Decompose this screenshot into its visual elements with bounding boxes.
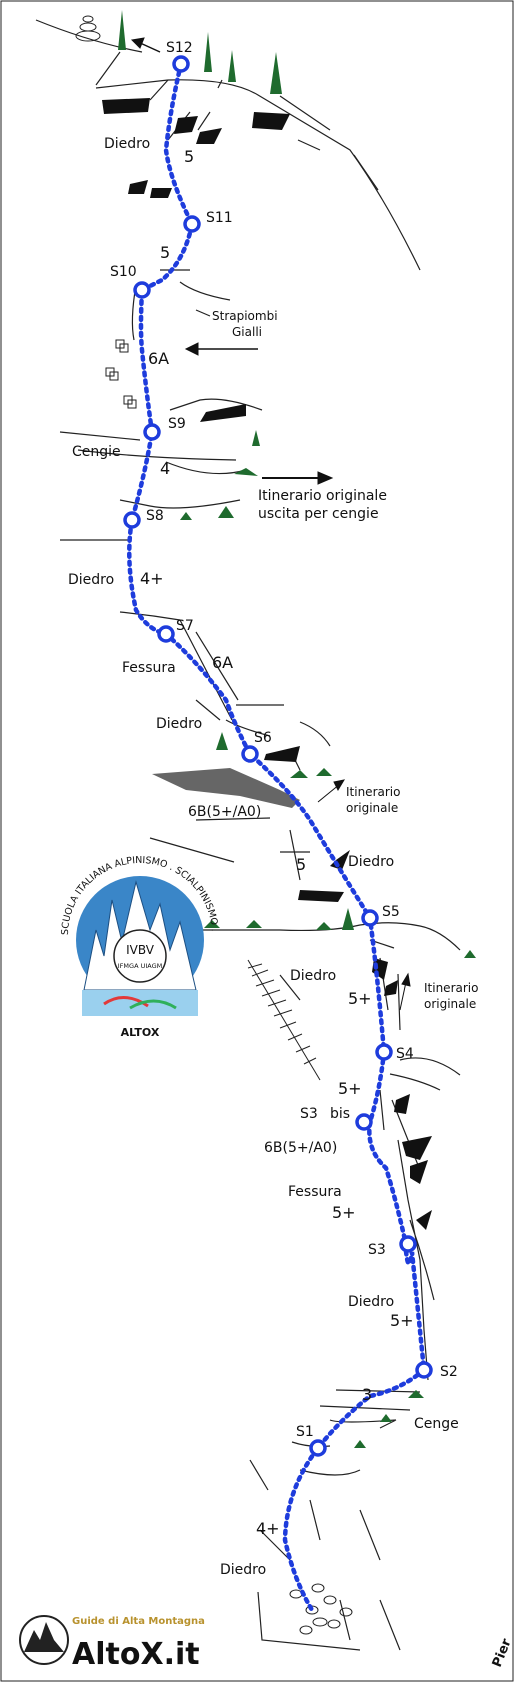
station-s12 [172,55,190,73]
feature-label-diedro: Diedro [156,716,202,732]
station-labels: S12 S11 S10 S9 S8 S7 S6 S5 S4 S3 bis S3 … [110,40,458,1440]
grade-label: 6B(5+/A0) [188,804,261,820]
feature-label-uscita-per-cengie: uscita per cengie [258,506,379,522]
logo-inner-ivbv: IVBV [126,943,155,957]
grade-label: 5 [160,243,170,262]
stations [123,55,433,1457]
feature-label-itinerario-originale: Itinerario originale [258,488,387,504]
grade-label: 6B(5+/A0) [264,1140,337,1156]
grade-label: 5+ [390,1311,414,1330]
grade-label: 5+ [338,1079,362,1098]
station-label-s5: S5 [382,904,400,920]
feature-label-diedro: Diedro [220,1562,266,1578]
feature-label-fessura: Fessura [122,660,176,676]
grade-label: 4 [160,459,170,478]
grade-label: 3 [362,1385,372,1404]
station-s7 [157,625,175,643]
station-s11 [183,215,201,233]
feature-label-diedro: Diedro [68,572,114,588]
feature-label-itinerario: Itinerario [424,981,478,995]
loose-blocks [105,339,137,409]
feature-label-gialli: Gialli [232,325,262,339]
grade-label: 5+ [332,1203,356,1222]
feature-label-diedro: Diedro [104,136,150,152]
grade-label: 4+ [256,1519,280,1538]
station-label-s7: S7 [176,618,194,634]
grade-labels: 5 5 6A 4 4+ 6A 6B(5+/A0) 5 5+ 5+ 6B(5+/A… [140,147,414,1538]
station-label-s4: S4 [396,1046,414,1062]
station-label-s2: S2 [440,1364,458,1380]
badge-icon [113,929,167,983]
station-s8 [123,511,141,529]
logo-inner-ifmga: IFMGA UIAGM [118,962,162,970]
station-label-s12: S12 [166,40,193,56]
grade-label: 6A [148,349,169,368]
station-s6 [241,745,259,763]
feature-label-diedro: Diedro [348,854,394,870]
feature-label-fessura: Fessura [288,1184,342,1200]
globe-icon [19,1615,69,1665]
overhang-shade [152,768,300,808]
station-label-s3: S3 [368,1242,386,1258]
station-label-s8: S8 [146,508,164,524]
feature-label-originale: originale [346,801,398,815]
mountain-icon [24,1622,64,1652]
rock-lines [35,19,461,1651]
cairn-icon [75,15,101,42]
feature-label-originale: originale [424,997,476,1011]
station-label-s3bis: S3 [300,1106,318,1122]
feature-labels: Diedro Strapiombi Gialli Cengie Itinerar… [68,136,478,1578]
brand-name: AltoX.it [72,1637,200,1672]
station-label-s1: S1 [296,1424,314,1440]
station-label-s6: S6 [254,730,272,746]
feature-label-itinerario: Itinerario [346,785,400,799]
grade-label: 6A [212,653,233,672]
feature-label-cenge: Cenge [414,1416,459,1432]
tree-icon-group [118,10,476,1448]
station-s10 [133,281,151,299]
brand-logo: Guide di Alta Montagna AltoX.it [19,1615,205,1672]
grade-label: 5+ [348,989,372,1008]
grade-label: 5 [296,855,306,874]
station-label-s10: S10 [110,264,137,280]
station-s1 [309,1439,327,1457]
brand-tagline: Guide di Alta Montagna [72,1616,205,1627]
station-s5 [361,909,379,927]
station-label-s11: S11 [206,210,233,226]
station-label-s3bis-suffix: bis [330,1106,350,1122]
station-label-s9: S9 [168,416,186,432]
arrows [130,37,411,1011]
feature-label-diedro: Diedro [290,968,336,984]
author-signature: Pier [490,1636,514,1669]
grade-label: 5 [184,147,194,166]
station-s2 [415,1361,433,1379]
climbing-route-line [127,61,427,1613]
boulders [289,1583,353,1635]
station-s3 [399,1235,417,1253]
swoosh-green [129,999,177,1010]
feature-label-diedro: Diedro [348,1294,394,1310]
grade-label: 4+ [140,569,164,588]
logo-altox: ALTOX [121,1026,160,1039]
station-s9 [143,423,161,441]
feature-label-strapiombi: Strapiombi [212,309,278,323]
feature-label-cengie: Cengie [72,444,121,460]
station-s3bis [355,1113,373,1131]
station-s4 [375,1043,393,1061]
slab-hatching [247,959,321,1081]
